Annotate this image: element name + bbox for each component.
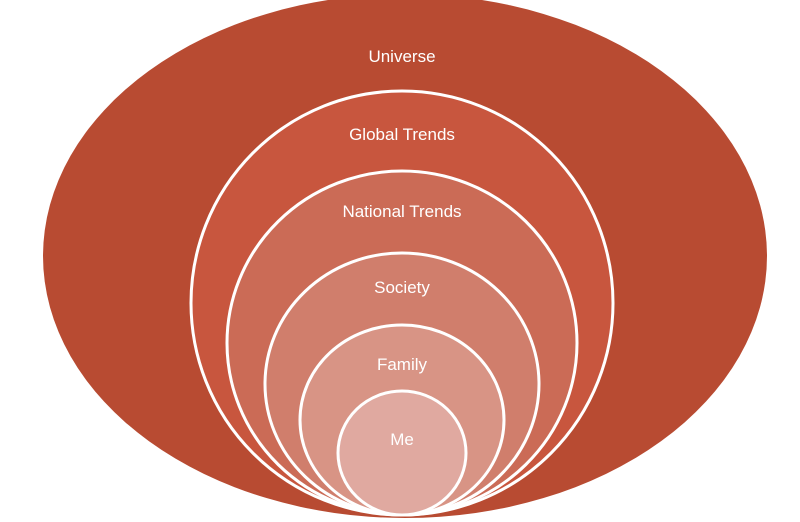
label-family: Family xyxy=(377,355,428,374)
label-national-trends: National Trends xyxy=(342,202,461,221)
label-global-trends: Global Trends xyxy=(349,125,455,144)
label-me: Me xyxy=(390,430,414,449)
ring-me xyxy=(336,389,468,517)
label-universe: Universe xyxy=(368,47,435,66)
label-society: Society xyxy=(374,278,430,297)
